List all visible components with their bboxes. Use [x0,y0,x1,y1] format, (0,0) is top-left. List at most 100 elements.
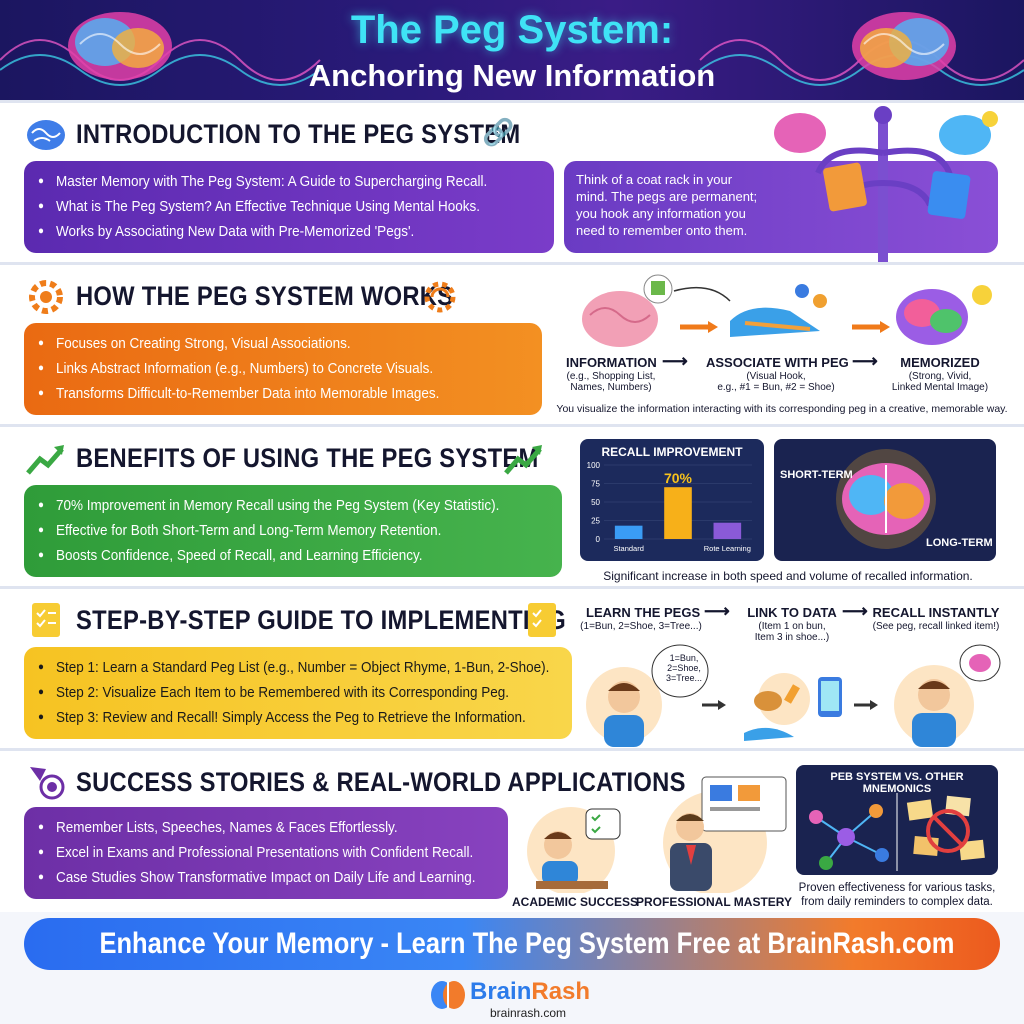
flow-sub: e.g., #1 = Bun, #2 = Shoe) [717,382,835,393]
page-title: The Peg System: [350,8,674,52]
brainrash-logo-icon [431,981,465,1009]
list-item: Step 3: Review and Recall! Simply Access… [38,705,526,730]
section-title: STEP-BY-STEP GUIDE TO IMPLEMENTING [76,605,566,635]
arrow-icon: ⟶ [704,601,730,621]
section-title: INTRODUCTION TO THE PEG SYSTEM [76,119,521,149]
refresh-gear-icon [424,281,456,313]
success-bullets: Remember Lists, Speeches, Names & Faces … [24,807,508,899]
list-item: 70% Improvement in Memory Recall using t… [38,493,499,518]
list-item: Works by Associating New Data with Pre-M… [38,219,490,244]
checklist-icon [528,603,556,637]
long-term-label: LONG-TERM [926,537,993,549]
note-text: Think of a coat rack in your mind. The p… [576,172,758,238]
logo-rash: Rash [531,978,591,1005]
section-title: SUCCESS STORIES & REAL-WORLD APPLICATION… [76,767,686,797]
step-sub: (1=Bun, 2=Shoe, 3=Tree...) [580,621,702,632]
step-sub: (Item 1 on bun, [758,621,826,632]
section-success: SUCCESS STORIES & REAL-WORLD APPLICATION… [0,748,1024,912]
comparison-title: PEB SYSTEM VS. OTHER MNEMONICS [830,771,964,795]
logo-brain: Brain [470,978,532,1005]
works-bullets: Focuses on Creating Strong, Visual Assoc… [24,323,542,415]
trend-up-icon [504,445,542,475]
link-icon: 🔗 [482,117,515,147]
section-benefits: BENEFITS OF USING THE PEG SYSTEM 70% Imp… [0,424,1024,586]
flow-sub: Names, Numbers) [570,382,652,393]
chart-bar [713,522,742,539]
arrow-icon: ⟶ [852,351,878,371]
list-item: Transforms Difficult-to-Remember Data in… [38,381,479,406]
bubble-line: 1=Bun, [669,653,699,663]
flow-label: MEMORIZED [900,355,980,370]
section-title: HOW THE PEG SYSTEM WORKS [76,281,454,311]
bubble-line: 2=Shoe, [667,663,701,673]
bubble-line: 3=Tree... [666,673,702,683]
list-item: Case Studies Show Transformative Impact … [38,865,475,890]
coat-rack-note: Think of a coat rack in your mind. The p… [564,161,998,253]
flow-sub: (Visual Hook, [746,371,806,382]
list-item: Excel in Exams and Professional Presenta… [38,840,473,865]
medal-icon [30,767,65,800]
flow-label: ASSOCIATE WITH PEG [706,355,849,370]
list-item: Step 2: Visualize Each Item to be Rememb… [38,680,509,705]
caption-line: Proven effectiveness for various tasks, [798,882,996,894]
steps-bullets: Step 1: Learn a Standard Peg List (e.g.,… [24,647,572,739]
network-vs-notes [809,793,985,871]
step-label: LINK TO DATA [747,605,837,620]
list-item: Master Memory with The Peg System: A Gui… [38,169,490,194]
list-item: Step 1: Learn a Standard Peg List (e.g.,… [38,655,549,680]
brain-icon [68,12,172,80]
chart-title: RECALL IMPROVEMENT [601,445,743,459]
section-introduction: INTRODUCTION TO THE PEG SYSTEM 🔗 Master … [0,100,1024,265]
page-header: The Peg System: Anchoring New Informatio… [0,0,1024,100]
x-tick-label: Rote Learning [704,544,751,553]
x-tick-label: Standard [613,544,643,553]
brain-icon [27,120,65,150]
step-label: LEARN THE PEGS [586,605,701,620]
y-tick-label: 0 [596,535,601,544]
trend-up-icon [26,445,64,475]
site-url[interactable]: brainrash.com [490,1006,567,1020]
short-term-label: SHORT-TERM [780,469,853,481]
intro-bullets: Master Memory with The Peg System: A Gui… [24,161,554,253]
chart-bar [664,487,692,539]
list-item: Boosts Confidence, Speed of Recall, and … [38,543,497,568]
y-tick-label: 50 [591,498,600,507]
academic-label: ACADEMIC SUCCESS [512,895,639,909]
benefits-caption: Significant increase in both speed and v… [603,569,973,583]
flow-sub: Linked Mental Image) [891,382,989,393]
section-how-it-works: HOW THE PEG SYSTEM WORKS Focuses on Crea… [0,262,1024,424]
list-item: Links Abstract Information (e.g., Number… [38,356,479,381]
y-tick-label: 100 [587,461,601,470]
flow-sub: (Strong, Vivid, [908,371,972,382]
cta-text: Enhance Your Memory - Learn The Peg Syst… [99,927,955,960]
brain-icon [852,12,956,80]
page-subtitle: Anchoring New Information [308,58,716,93]
thought-bubble: 1=Bun, 2=Shoe, 3=Tree... [660,653,708,683]
list-item: What is The Peg System? An Effective Tec… [38,194,490,219]
flow-sub: (e.g., Shopping List, [566,371,656,382]
arrow-icon: ⟶ [842,601,868,621]
steps-illustration [586,644,1001,747]
arrow-icon: ⟶ [662,351,688,371]
list-item: Effective for Both Short-Term and Long-T… [38,518,497,543]
presenter-illustration [663,776,787,893]
flow-caption: You visualize the information interactin… [556,403,1008,415]
section-steps: STEP-BY-STEP GUIDE TO IMPLEMENTING Step … [0,586,1024,748]
caption-line: from daily reminders to complex data. [801,896,993,908]
memory-brain-panel: SHORT-TERM LONG-TERM [774,439,996,561]
section-title: BENEFITS OF USING THE PEG SYSTEM [76,443,539,473]
brainrash-logo[interactable]: BrainRash [470,978,590,1006]
comparison-panel: PEB SYSTEM VS. OTHER MNEMONICS [796,765,998,875]
list-item: Remember Lists, Speeches, Names & Faces … [38,815,448,840]
benefits-bullets: 70% Improvement in Memory Recall using t… [24,485,562,577]
cta-banner[interactable]: Enhance Your Memory - Learn The Peg Syst… [24,918,1000,970]
student-illustration [527,807,621,893]
step-sub: (See peg, recall linked item!) [872,621,1000,632]
y-tick-label: 25 [591,517,600,526]
data-label: 70% [664,470,693,486]
step-label: RECALL INSTANTLY [872,605,1000,620]
coat-rack-illustration [774,106,998,265]
step-sub: Item 3 in shoe...) [754,632,830,643]
